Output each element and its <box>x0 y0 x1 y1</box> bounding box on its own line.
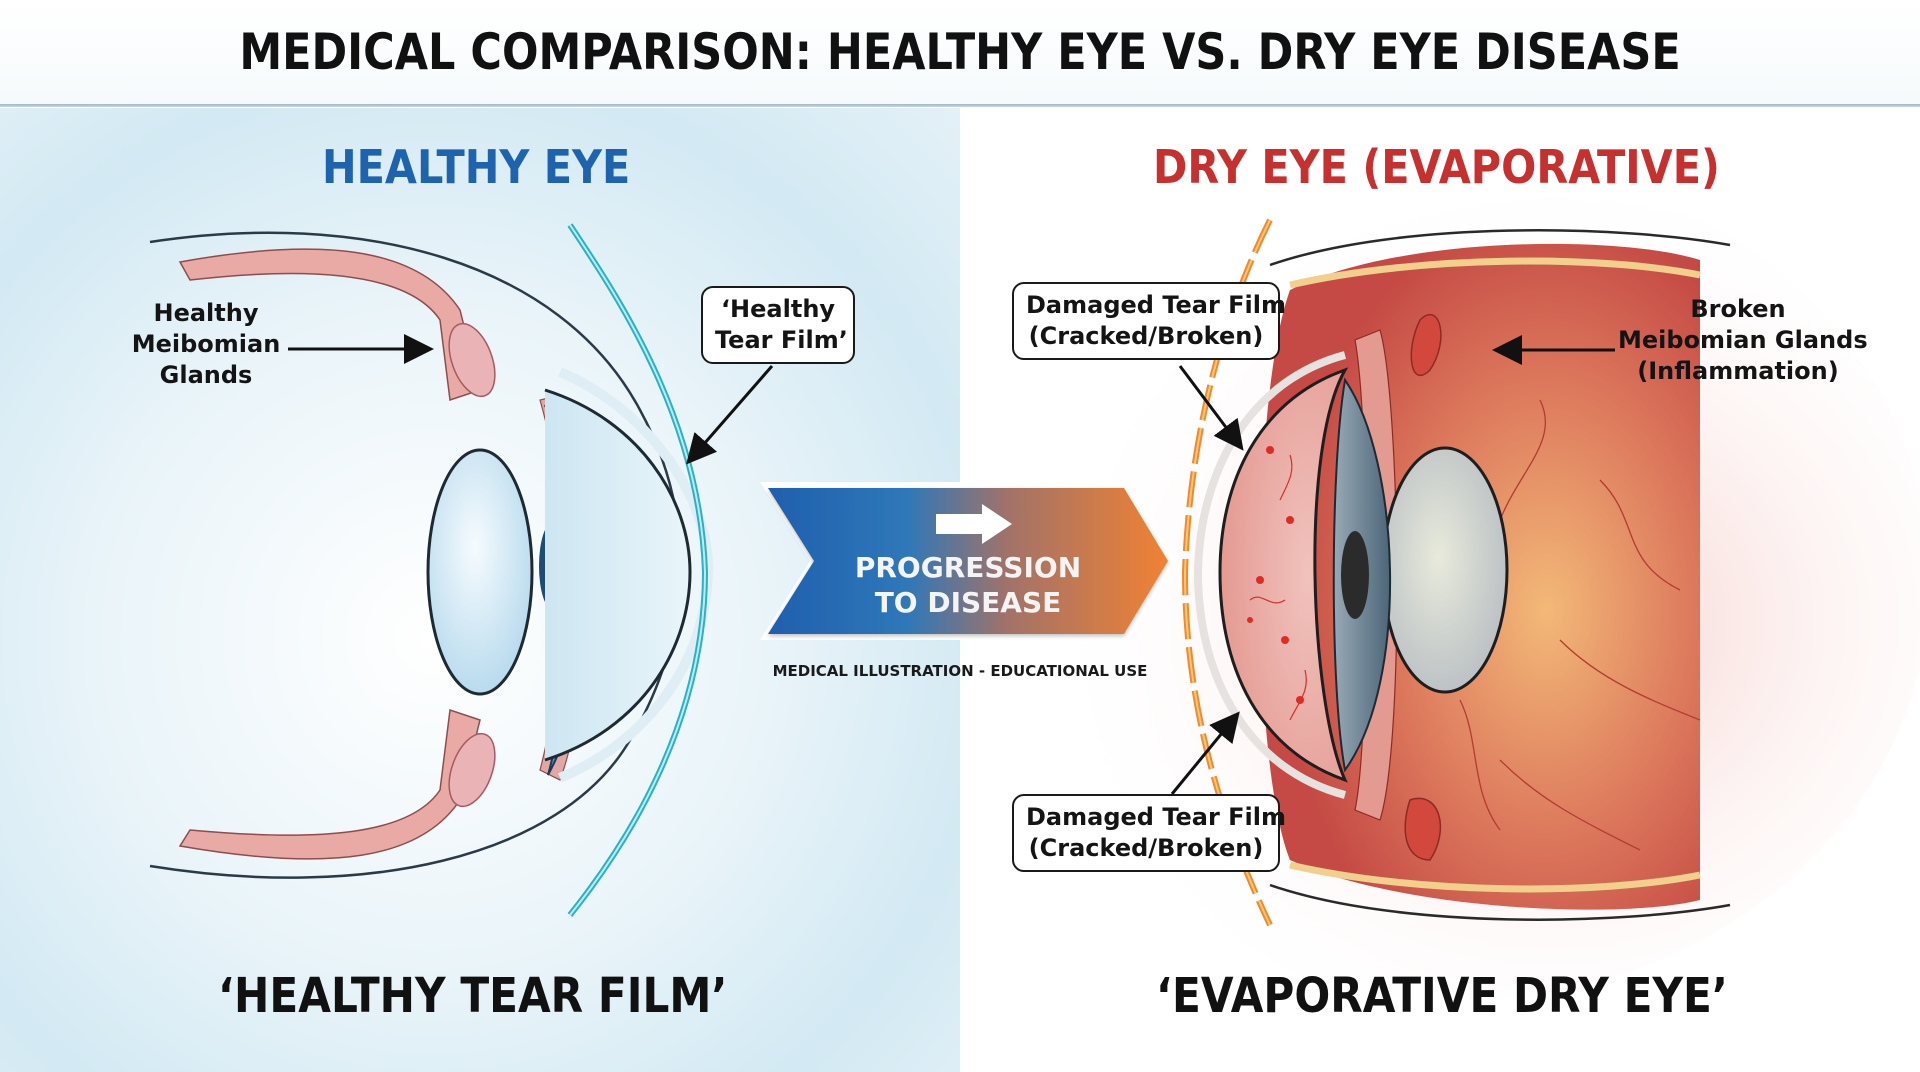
progression-banner <box>760 482 1176 640</box>
healthy-meibomian-label: Healthy Meibomian Glands <box>131 299 281 389</box>
arrow-damaged-bottom <box>1170 711 1240 795</box>
healthy-eye-illustration <box>149 223 714 917</box>
right-arrow-icon <box>936 504 1012 544</box>
evaporative-dry-eye-caption: ‘EVAPORATIVE DRY EYE’ <box>1156 968 1728 1024</box>
page-title: MEDICAL COMPARISON: HEALTHY EYE VS. DRY … <box>239 23 1681 81</box>
broken-meibomian-label: Broken Meibomian Glands (Inflammation) <box>1618 295 1868 385</box>
dry-eye-title: DRY EYE (EVAPORATIVE) <box>1153 140 1720 194</box>
progression-text: PROGRESSION TO DISEASE <box>854 551 1082 619</box>
arrow-damaged-top <box>1178 365 1244 451</box>
damaged-tear-film-callout-bottom: Damaged Tear Film (Cracked/Broken) <box>1012 794 1286 872</box>
healthy-tear-film-caption: ‘HEALTHY TEAR FILM’ <box>218 968 728 1024</box>
healthy-eye-title: HEALTHY EYE <box>322 140 631 194</box>
dry-eye-illustration <box>990 160 1920 1000</box>
arrow-healthy-tear-film <box>686 365 774 465</box>
header-divider <box>0 104 1920 107</box>
damaged-tear-film-callout-top: Damaged Tear Film (Cracked/Broken) <box>1012 282 1286 360</box>
healthy-tear-film-callout: ‘Healthy Tear Film’ <box>701 286 855 364</box>
header: MEDICAL COMPARISON: HEALTHY EYE VS. DRY … <box>0 0 1920 104</box>
educational-use-note: MEDICAL ILLUSTRATION - EDUCATIONAL USE <box>772 662 1148 680</box>
